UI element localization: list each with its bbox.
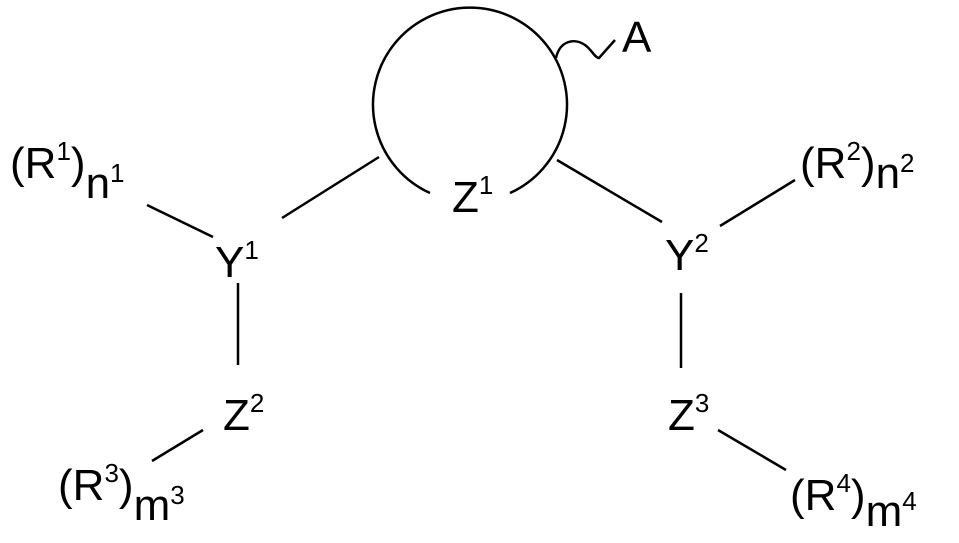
- bond-z3-r4: [717, 428, 787, 472]
- z3-label: Z3: [668, 388, 709, 440]
- bond-z2-r3: [151, 428, 204, 463]
- bond-ring-y1: [281, 155, 380, 220]
- ring-arc: [371, 6, 569, 195]
- y1-label: Y1: [215, 235, 259, 287]
- z2-label: Z2: [223, 388, 264, 440]
- bond-r1-y1: [146, 203, 214, 239]
- r2-group: (R2)n2: [800, 136, 915, 198]
- r3-group: (R3)m3: [58, 458, 185, 530]
- r1-group: (R1)n1: [10, 136, 125, 208]
- bond-r2-y2: [719, 178, 796, 228]
- wavy-bond-a: [554, 39, 616, 60]
- substituent-a: A: [622, 13, 652, 62]
- y2-label: Y2: [665, 228, 709, 280]
- bond-ring-y2: [556, 158, 663, 224]
- ring-label-z1: Z1: [452, 170, 493, 222]
- r4-group: (R4)m4: [790, 468, 917, 536]
